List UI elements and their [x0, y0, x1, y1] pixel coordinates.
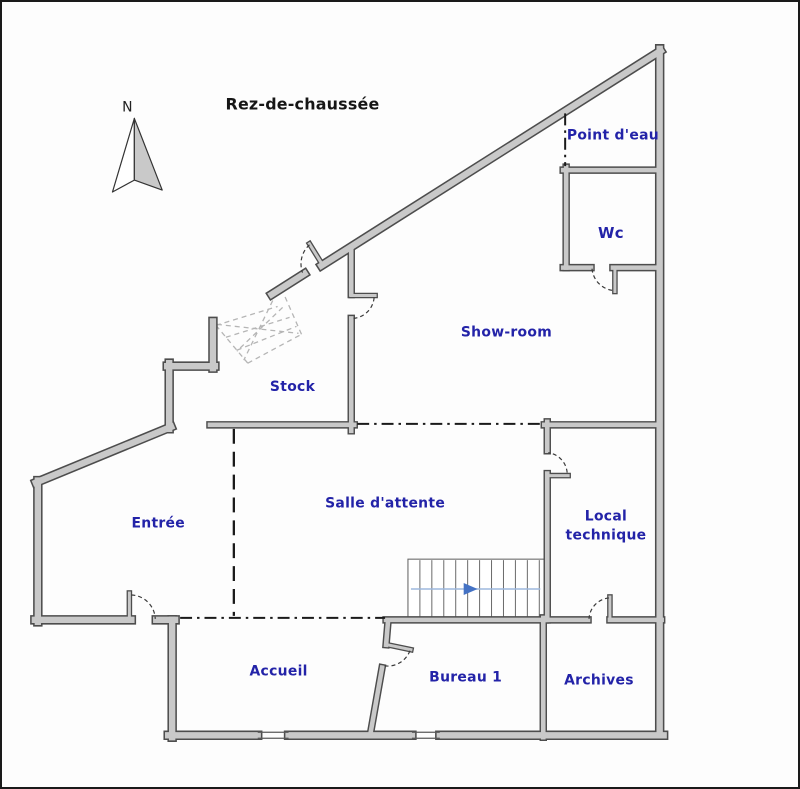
north-needle-left — [111, 117, 135, 193]
north-needle-right — [133, 117, 163, 191]
main-staircase — [407, 558, 546, 619]
bureau-window — [411, 731, 440, 739]
room-label-show-room: Show-room — [461, 324, 552, 340]
accueil-window — [257, 731, 289, 739]
room-labels: Point d'eau Wc Show-room Stock Salle d'a… — [131, 127, 659, 689]
room-label-local: Local — [585, 508, 627, 524]
archives-door-arc — [588, 597, 610, 619]
staircase-direction-arrow — [463, 583, 478, 595]
plan-title: Rez-de-chaussée — [226, 94, 380, 113]
room-label-archives: Archives — [564, 673, 634, 689]
room-label-point-deau: Point d'eau — [567, 127, 659, 143]
boundary-lines — [180, 113, 567, 619]
bureau-door-arc — [382, 650, 411, 667]
room-label-stock: Stock — [270, 379, 316, 395]
north-label: N — [122, 99, 132, 115]
room-label-wc: Wc — [598, 224, 624, 242]
room-label-technique: technique — [566, 527, 647, 543]
room-label-salle-dattente: Salle d'attente — [325, 495, 445, 511]
entree-door-arc — [131, 594, 156, 619]
exterior-diagonal-door-arc — [300, 244, 310, 273]
window-openings — [257, 731, 440, 739]
room-label-accueil: Accueil — [250, 664, 308, 680]
winder-staircase — [215, 292, 303, 364]
room-label-entree: Entrée — [131, 515, 185, 531]
walls — [31, 45, 667, 741]
stock-showroom-door-arc — [353, 297, 375, 319]
local-technique-door-arc — [548, 452, 568, 473]
door-swing-arcs — [131, 244, 614, 667]
wc-door-arc — [591, 268, 614, 292]
north-compass: N — [111, 99, 163, 193]
room-label-bureau-1: Bureau 1 — [429, 670, 502, 686]
